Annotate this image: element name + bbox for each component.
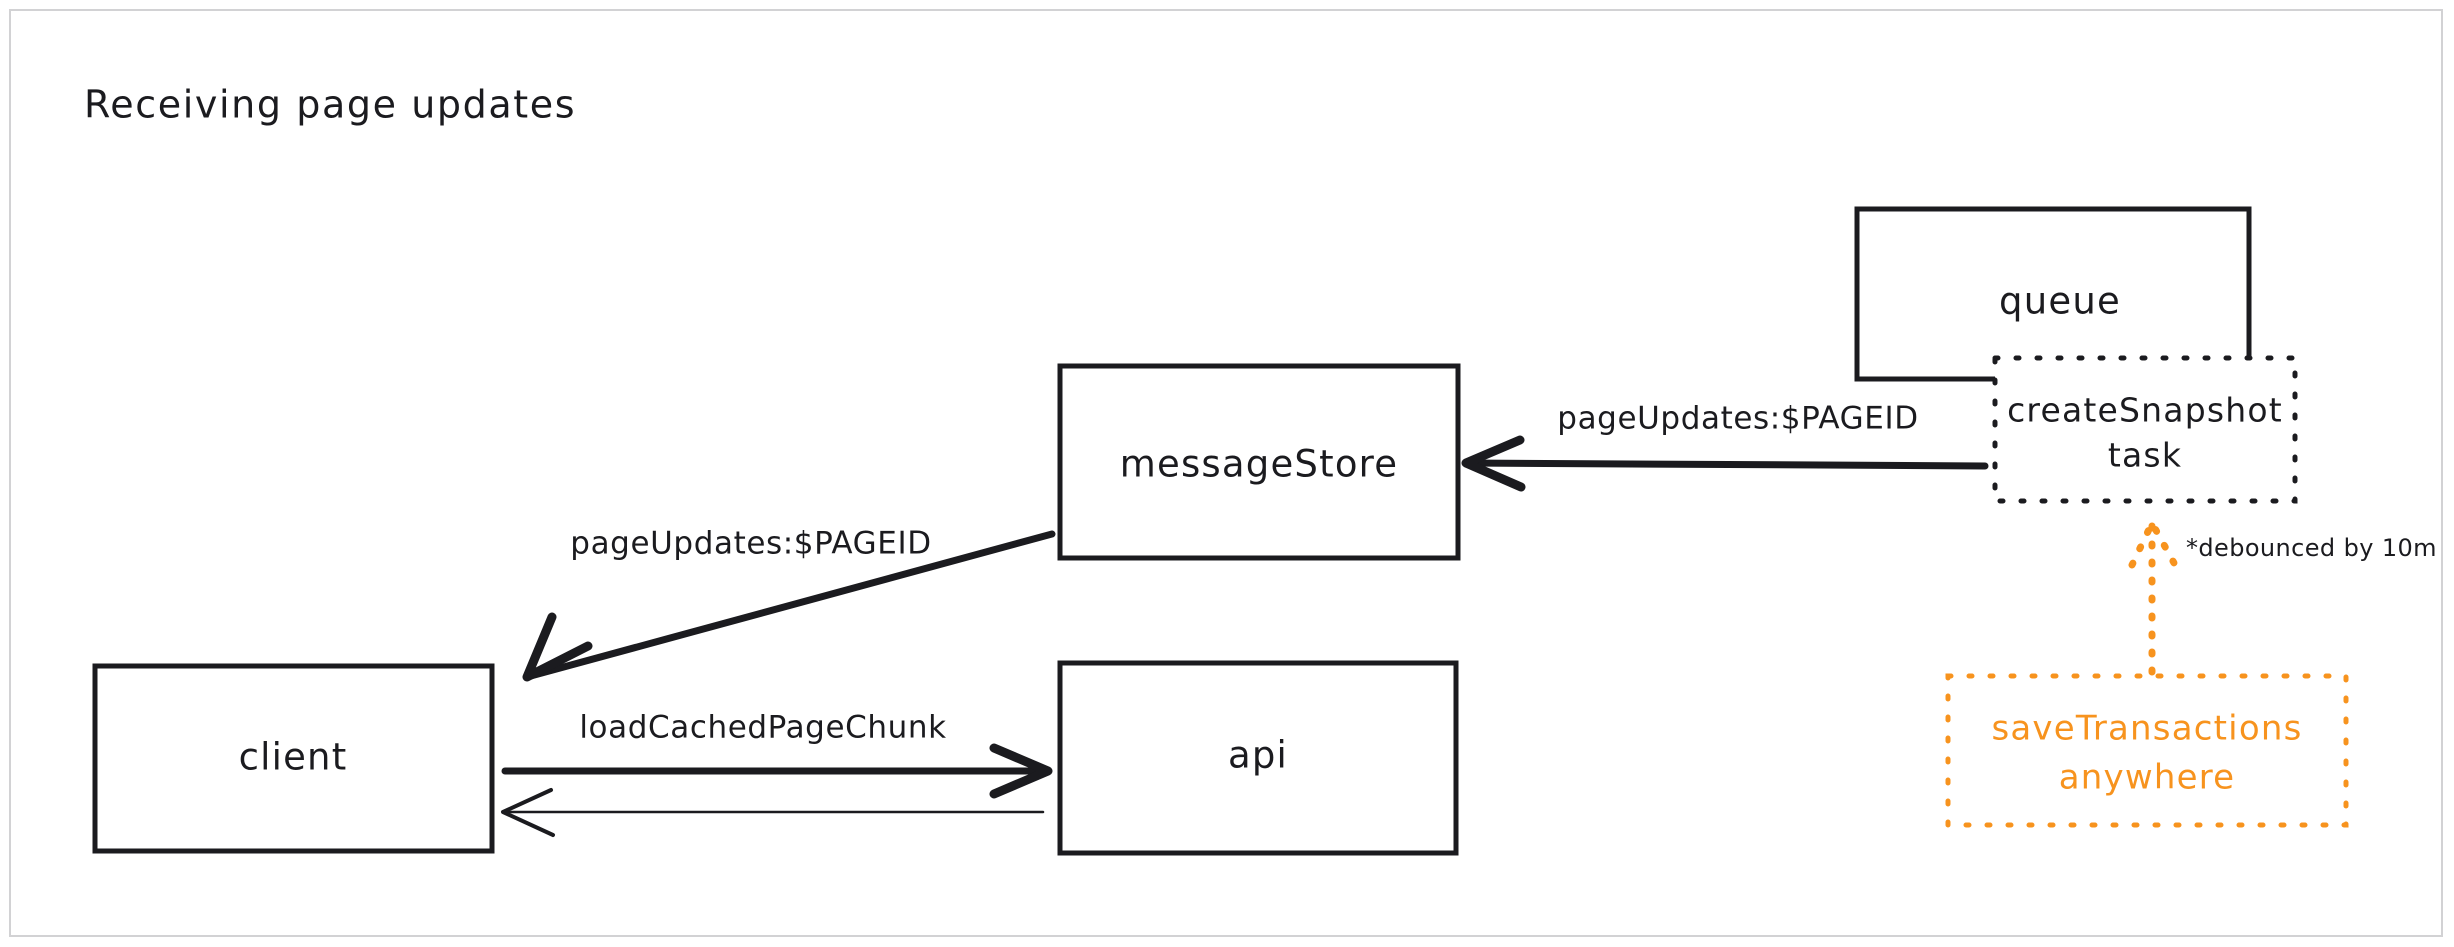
create-snapshot-label-line1: createSnapshot [2007, 391, 2283, 430]
edge-label-page-updates-right: pageUpdates:$PAGEID [1557, 401, 1918, 437]
api-label: api [1228, 734, 1288, 777]
node-message-store[interactable]: messageStore [1057, 363, 1461, 561]
arrowhead-to-client-return [501, 788, 555, 837]
page-title: Receiving page updates [84, 83, 576, 127]
client-label: client [239, 736, 348, 779]
node-create-snapshot-task[interactable]: createSnapshot task [1992, 355, 2298, 504]
save-transactions-label-line1: saveTransactions [1991, 709, 2302, 749]
edge-label-load-cached-page-chunk: loadCachedPageChunk [579, 710, 946, 746]
queue-box [1854, 206, 2252, 382]
message-store-box [1057, 363, 1461, 561]
api-box [1057, 660, 1459, 856]
edge-label-page-updates-left: pageUpdates:$PAGEID [570, 526, 931, 562]
node-queue[interactable]: queue [1854, 206, 2252, 382]
edge-message-store-to-client: pageUpdates:$PAGEID [522, 526, 1056, 682]
create-snapshot-label-line2: task [2108, 436, 2182, 475]
client-box [92, 663, 495, 854]
create-snapshot-fill [1995, 358, 2295, 501]
create-snapshot-box [1992, 355, 2298, 504]
queue-label: queue [1999, 280, 2121, 323]
save-transactions-box [1945, 673, 2349, 828]
edge-api-to-client [501, 788, 1045, 837]
node-client[interactable]: client [92, 663, 495, 854]
edge-line-create-snapshot-to-message-store [1462, 459, 1989, 470]
edge-client-to-api: loadCachedPageChunk [501, 710, 1053, 799]
arrowhead-to-create-snapshot [2128, 515, 2178, 569]
edge-line-message-store-to-client [523, 530, 1056, 681]
message-store-label: messageStore [1120, 443, 1398, 486]
arrowhead-to-client [522, 612, 593, 682]
node-api[interactable]: api [1057, 660, 1459, 856]
arrowhead-to-api [989, 743, 1053, 799]
node-save-transactions[interactable]: saveTransactions anywhere [1945, 673, 2349, 828]
edge-save-transactions-to-create-snapshot [2128, 515, 2178, 676]
arrowhead-to-message-store [1461, 435, 1526, 492]
debounce-note: *debounced by 10m [2186, 534, 2437, 562]
edge-create-snapshot-to-message-store: pageUpdates:$PAGEID [1461, 401, 1989, 492]
save-transactions-label-line2: anywhere [2059, 758, 2236, 798]
